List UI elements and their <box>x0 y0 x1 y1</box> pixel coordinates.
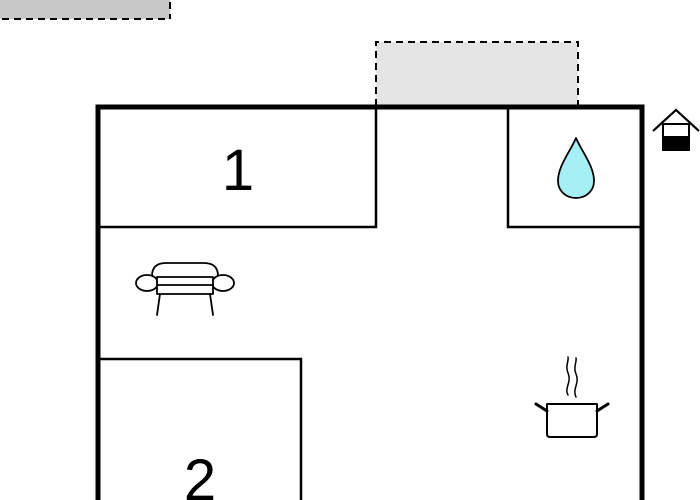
terrace-fill <box>376 42 578 106</box>
outdoor-area-fill <box>0 0 170 19</box>
bathroom-walls <box>506 107 642 229</box>
house-entrance-icon <box>652 108 700 151</box>
room-2-walls <box>98 357 303 500</box>
cooking-pot-icon <box>534 356 610 438</box>
terrace <box>375 41 579 106</box>
sofa-icon <box>135 262 235 316</box>
room-1-label: 1 <box>222 138 254 203</box>
exterior-walls <box>95 104 645 500</box>
room-1-walls <box>98 107 378 229</box>
water-drop-icon <box>557 137 595 199</box>
outdoor-area <box>0 0 171 20</box>
room-2-label: 2 <box>184 448 216 500</box>
